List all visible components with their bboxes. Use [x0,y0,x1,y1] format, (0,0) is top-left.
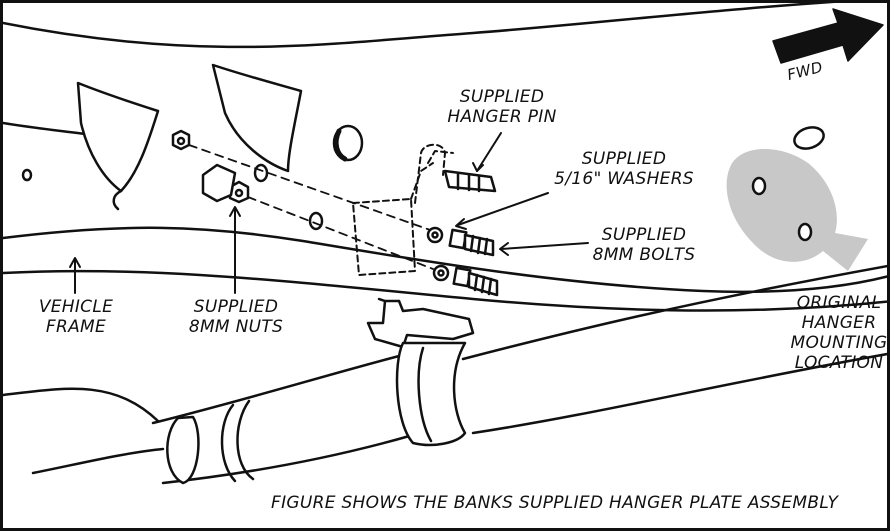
vehicle-frame-label: VEHICLE FRAME [38,297,114,337]
hanger-pin [443,169,497,193]
bolts-label: SUPPLIED 8MM BOLTS [592,225,696,265]
exhaust-pipe-bottom [161,433,415,485]
original-location-label: ORIGINAL HANGER MOUNTING LOCATION [790,293,888,373]
frame-rear-edge [3,121,95,137]
nuts-label: SUPPLIED 8MM NUTS [188,297,284,337]
pipe-band-2 [166,415,200,485]
hanger-bracket [366,297,475,349]
hanger-plate-illustration [3,3,887,485]
shield-tab-left [76,81,160,193]
hanger-isolator [395,341,467,447]
washers-label: SUPPLIED 5/16" WASHERS [554,149,694,189]
frame-lower-edge [3,269,887,312]
frame-hole-large-2 [793,126,825,150]
fwd-arrow-icon [772,8,884,64]
nut-lower [228,180,250,204]
spacer-block [201,163,237,203]
bolt-lower [452,266,499,297]
shield-tab-right [211,63,303,173]
original-hanger-shade [726,149,868,271]
leader-lines [69,132,589,294]
figure-caption: FIGURE SHOWS THE BANKS SUPPLIED HANGER P… [271,493,839,513]
washer-2 [432,264,450,282]
pipe-band-1 [220,403,237,483]
frame-top-edge [3,3,835,49]
hanger-pin-label: SUPPLIED HANGER PIN [447,87,557,127]
exhaust-pipe-top [151,353,405,425]
frame-hole-small [21,168,33,182]
frame-mid-edge [3,226,887,294]
hanger-plate-dashed [352,198,416,276]
washer-1 [426,226,444,244]
nut-upper [171,129,191,151]
bolt-upper [448,228,495,257]
